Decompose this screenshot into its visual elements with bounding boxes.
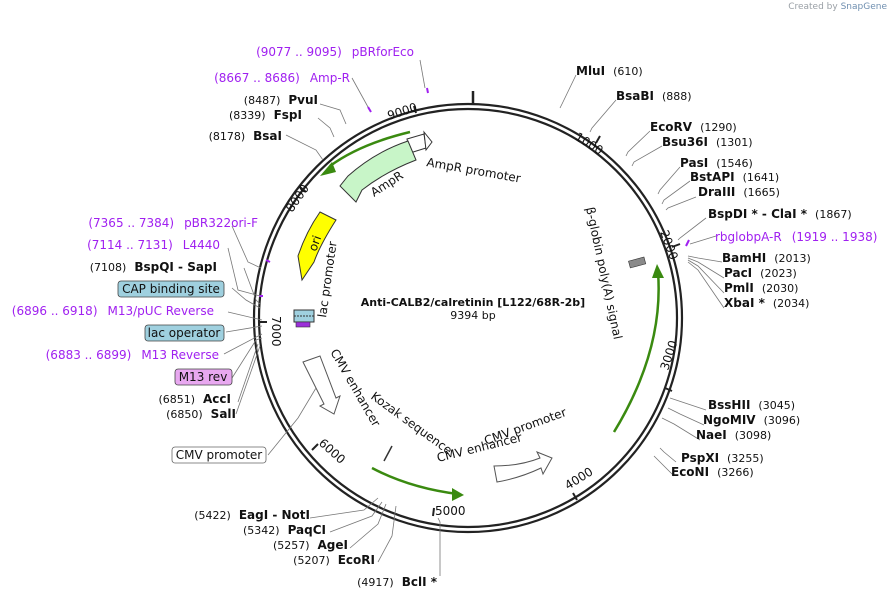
site-label-bcli[interactable]: (4917)BclI *: [357, 575, 438, 589]
site-label-ngomiv[interactable]: NgoMIV(3096): [703, 413, 800, 427]
site-labels-left: (8487)PvuI (8339)FspI (8178)BsaI (7108)B…: [90, 93, 438, 589]
site-label-paqci[interactable]: (5342)PaqCI: [243, 523, 326, 537]
kozak-label: Kozak sequence: [368, 389, 455, 457]
site-label-xbai[interactable]: XbaI *(2034): [724, 296, 809, 310]
primer-label-m13-reverse[interactable]: (6883 .. 6899)M13 Reverse: [46, 348, 219, 362]
orf-right-arrowhead: [652, 264, 664, 278]
site-label-pspxi[interactable]: PspXI(3255): [681, 451, 764, 465]
credit-prefix: Created by: [788, 2, 838, 12]
snapgene-credit: Created by SnapGene: [788, 2, 887, 12]
boxed-labels: CAP binding site lac operator M13 rev CM…: [117, 280, 267, 464]
site-label-bspqi-sapi[interactable]: (7108)BspQI - SapI: [90, 260, 217, 274]
ori-arrow: [297, 211, 337, 282]
cap-binding-site-box[interactable]: [117, 280, 225, 298]
primer-label-pbrforeco[interactable]: (9077 .. 9095)pBRforEco: [256, 45, 414, 59]
m13-rev-label: M13 rev: [179, 370, 228, 384]
backbone-inner-ring: [257, 107, 679, 529]
primer-label-m13-puc-reverse[interactable]: (6896 .. 6918)M13/pUC Reverse: [12, 304, 214, 318]
primer-label-pbr322ori-f[interactable]: (7365 .. 7384)pBR322ori-F: [88, 216, 258, 230]
site-label-mlui[interactable]: MluI(610): [576, 64, 643, 78]
cmv-enhancer-left-arrow: [302, 355, 341, 415]
orf-bottom-arrowhead: [452, 488, 464, 501]
ampr-arrow: [339, 140, 417, 203]
beta-globin-label: β-globin poly(A) signal: [583, 206, 625, 341]
cmv-enhancer-left-label: CMV enhancer: [327, 347, 383, 430]
primer-label-l4440[interactable]: (7114 .. 7131)L4440: [87, 238, 220, 252]
site-label-paci[interactable]: PacI(2023): [724, 266, 797, 280]
tick-marks: [259, 105, 681, 517]
site-label-sali[interactable]: (6850)SalI: [166, 407, 236, 421]
plasmid-name: Anti-CALB2/calretinin [L122/68R-2b]: [361, 296, 585, 309]
cap-binding-site-label: CAP binding site: [122, 282, 220, 296]
ampr-promoter-arrowhead: [423, 130, 433, 152]
lac-operator-box[interactable]: [144, 324, 225, 342]
site-label-bstapi[interactable]: BstAPI(1641): [690, 170, 779, 184]
beta-globin-box: [628, 256, 647, 269]
lac-operator-label: lac operator: [148, 326, 221, 340]
m13-rev-box[interactable]: [174, 368, 233, 386]
site-label-pasi[interactable]: PasI(1546): [680, 156, 753, 170]
tick-label-8000: 8000: [283, 182, 312, 215]
tick-label-6000: 6000: [316, 436, 348, 467]
primer-labels: (9077 .. 9095)pBRforEco (8667 .. 8686)Am…: [12, 45, 414, 362]
site-label-acci[interactable]: (6851)AccI: [158, 392, 231, 406]
site-label-ecori[interactable]: (5207)EcoRI: [293, 553, 375, 567]
kozak-mark: [383, 445, 393, 462]
site-label-pmli[interactable]: PmlI(2030): [724, 281, 798, 295]
site-label-pvui[interactable]: (8487)PvuI: [244, 93, 318, 107]
site-label-bsai[interactable]: (8178)BsaI: [209, 129, 282, 143]
site-label-naei[interactable]: NaeI(3098): [696, 428, 771, 442]
cmv-promoter-box[interactable]: [171, 446, 267, 464]
cmv-enhancer-bottom-arrow: [493, 451, 553, 483]
leader-lines: [223, 59, 725, 576]
snapgene-logo: SnapGene: [840, 2, 887, 12]
primer-marks: [259, 87, 690, 297]
site-label-bspdi-clai[interactable]: BspDI * - ClaI *(1867): [708, 207, 852, 221]
primer-label-rbglobpa-r[interactable]: rbglobpA-R(1919 .. 1938): [715, 230, 877, 244]
cmv-promoter-label: CMV promoter: [176, 448, 263, 462]
site-label-bsu36i[interactable]: Bsu36I(1301): [662, 135, 753, 149]
orf-right-line: [612, 271, 660, 433]
site-label-bsabi[interactable]: BsaBI(888): [616, 89, 692, 103]
ampr-promoter-label: AmpR promoter: [425, 155, 521, 185]
tick-label-1000: 1000: [572, 130, 605, 158]
site-label-bamhi[interactable]: BamHI(2013): [722, 251, 811, 265]
site-label-draiii[interactable]: DraIII(1665): [698, 185, 780, 199]
site-label-ecorv[interactable]: EcoRV(1290): [650, 120, 737, 134]
site-label-eagi-noti[interactable]: (5422)EagI - NotI: [194, 508, 310, 522]
site-labels-right: MluI(610) BsaBI(888) EcoRV(1290) Bsu36I(…: [576, 64, 852, 479]
site-label-econi[interactable]: EcoNI(3266): [671, 465, 754, 479]
ampr-orf-arrowhead: [320, 162, 336, 176]
tick-label-2000: 2000: [657, 228, 681, 261]
site-label-bsshii[interactable]: BssHII(3045): [708, 398, 795, 412]
ampr-orf-line: [329, 130, 411, 168]
plasmid-size: 9394 bp: [450, 309, 495, 322]
orf-bottom-line: [371, 466, 459, 496]
site-label-agei[interactable]: (5257)AgeI: [273, 538, 348, 552]
site-label-fspi[interactable]: (8339)FspI: [229, 108, 302, 122]
cmv-promoter-bottom-label: CMV promoter: [482, 405, 568, 448]
tick-label-7000: 7000: [269, 316, 283, 347]
tick-label-5000: 5000: [435, 504, 466, 518]
primer-label-amp-r[interactable]: (8667 .. 8686)Amp-R: [214, 71, 350, 85]
m13rev-mark: [295, 321, 311, 328]
ori-label: ori: [306, 234, 324, 253]
